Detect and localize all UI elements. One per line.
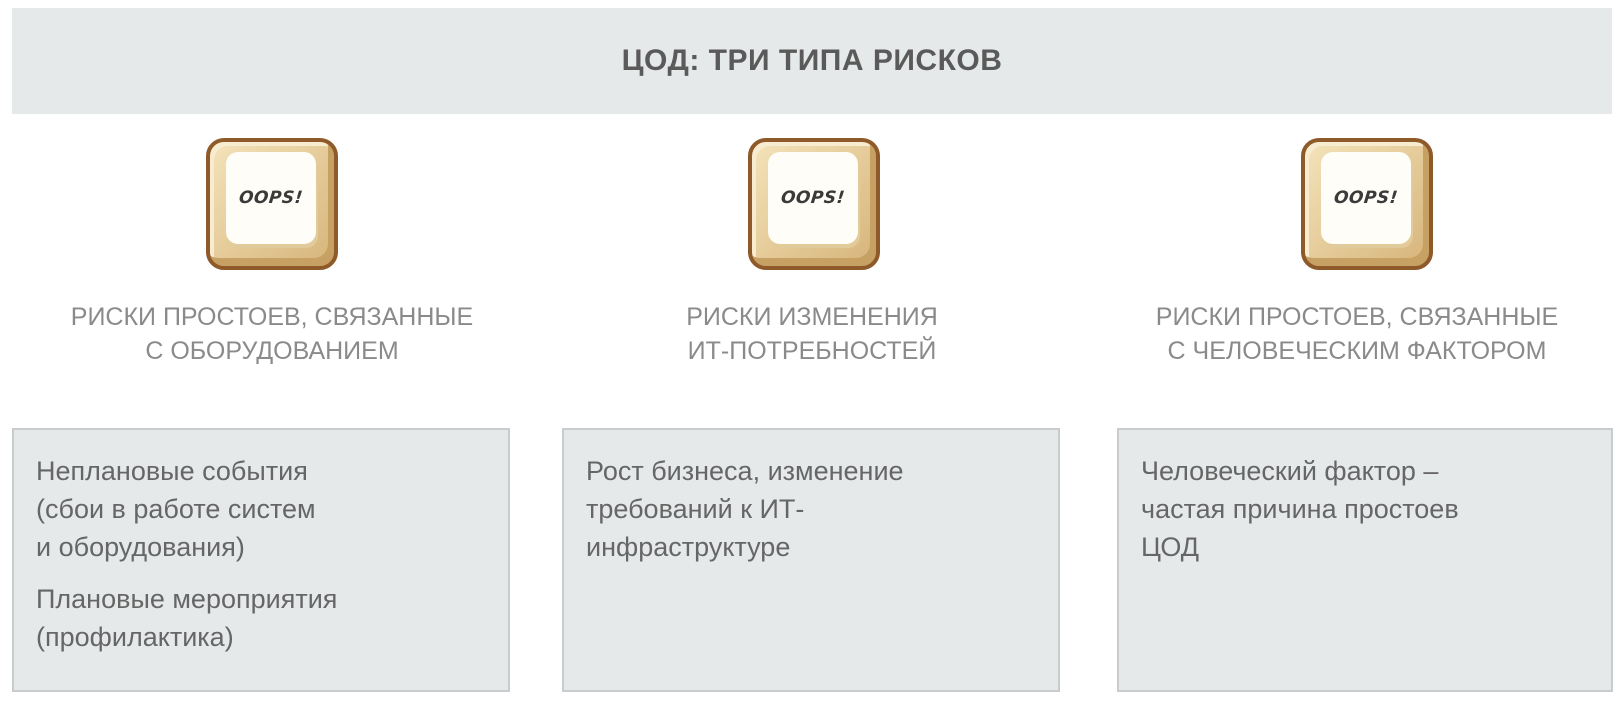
- oops-key-icon: OOPS!: [748, 138, 880, 270]
- description-paragraph: Плановые мероприятия (профилактика): [36, 584, 338, 652]
- oops-key-label: OOPS!: [1333, 188, 1399, 208]
- risk-caption: РИСКИ ИЗМЕНЕНИЯ ИТ-ПОТРЕБНОСТЕЙ: [686, 303, 938, 365]
- risk-caption: РИСКИ ПРОСТОЕВ, СВЯЗАННЫЕ С ОБОРУДОВАНИЕ…: [70, 303, 474, 365]
- description-box-it-needs: Рост бизнеса, изменение требований к ИТ-…: [562, 428, 1060, 692]
- risk-caption: РИСКИ ПРОСТОЕВ, СВЯЗАННЫЕ С ЧЕЛОВЕЧЕСКИМ…: [1155, 303, 1559, 365]
- description-paragraph: Человеческий фактор – частая причина про…: [1141, 456, 1459, 562]
- oops-key-icon: OOPS!: [1301, 138, 1433, 270]
- header-banner: ЦОД: ТРИ ТИПА РИСКОВ: [12, 8, 1612, 114]
- description-box-equipment: Неплановые события (сбои в работе систем…: [12, 428, 510, 692]
- description-box-human-factor: Человеческий фактор – частая причина про…: [1117, 428, 1613, 692]
- oops-key-label: OOPS!: [780, 188, 846, 208]
- oops-key-icon: OOPS!: [206, 138, 338, 270]
- diagram-title: ЦОД: ТРИ ТИПА РИСКОВ: [621, 44, 1003, 77]
- description-paragraph: Неплановые события (сбои в работе систем…: [36, 456, 316, 562]
- oops-key-label: OOPS!: [238, 188, 304, 208]
- description-paragraph: Рост бизнеса, изменение требований к ИТ-…: [586, 456, 904, 562]
